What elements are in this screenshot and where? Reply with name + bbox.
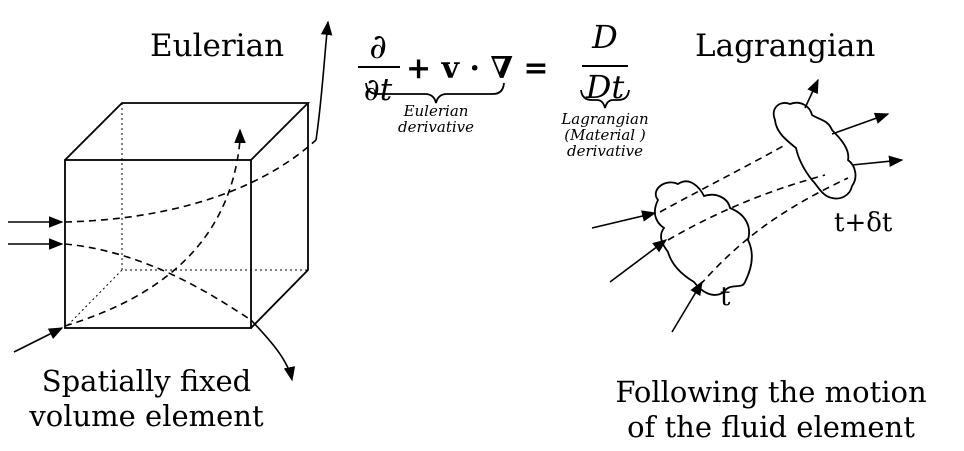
cube-top-face xyxy=(64,102,311,161)
blob-at-t xyxy=(653,180,753,296)
blob-outflow-1 xyxy=(804,78,819,109)
partial-symbol: ∂ xyxy=(369,27,387,67)
cube-right-face xyxy=(250,103,309,329)
lagrangian-heading: Lagrangian xyxy=(695,28,876,64)
lagrangian-brace xyxy=(580,89,630,109)
eulerian-derivative-line2: derivative xyxy=(397,118,475,136)
pathline-2 xyxy=(667,174,826,241)
eulerian-caption-line2: volume element xyxy=(29,399,264,433)
pathline-3 xyxy=(699,177,849,286)
lagrangian-derivative-line2: (Material ) xyxy=(564,126,646,144)
blob-at-t-plus-dt xyxy=(772,101,857,200)
lagrangian-derivative-line1: Lagrangian xyxy=(561,110,649,128)
lagrangian-pathlines xyxy=(591,78,904,333)
eulerian-derivative-line1: Eulerian xyxy=(403,102,469,120)
lagrangian-caption: Following the motion of the fluid elemen… xyxy=(596,375,946,445)
eulerian-heading: Eulerian xyxy=(150,28,285,64)
eulerian-caption-line1: Spatially fixed xyxy=(41,364,252,398)
blob-outflow-3 xyxy=(851,155,904,168)
streamline-2 xyxy=(64,243,252,321)
time-t-plus-dt-label: t+δt xyxy=(834,208,893,238)
inflow-arrow-3 xyxy=(13,327,64,353)
cube-hidden-edges xyxy=(121,103,308,271)
fixed-volume-cube xyxy=(64,102,311,329)
eulerian-streamlines xyxy=(8,20,333,382)
pathline-1 xyxy=(659,144,786,213)
lagrangian-derivative-line3: derivative xyxy=(566,142,644,160)
streamline-1 xyxy=(64,139,317,223)
lagrangian-caption-line2: of the fluid element xyxy=(627,410,915,444)
material-derivative-D: D xyxy=(591,18,618,56)
blob-outflow-2 xyxy=(831,112,890,135)
lagrangian-derivative-label: Lagrangian (Material ) derivative xyxy=(560,111,650,159)
outflow-arrow-2 xyxy=(250,319,296,382)
streamline-3 xyxy=(64,139,241,327)
blob-inflow-1 xyxy=(591,210,657,229)
blob-inflow-2 xyxy=(609,239,668,283)
lagrangian-caption-line1: Following the motion xyxy=(615,375,927,409)
time-t-label: t xyxy=(720,282,731,312)
eulerian-derivative-label: Eulerian derivative xyxy=(395,103,477,135)
eulerian-brace xyxy=(365,82,505,104)
cube-hidden-edge-diag xyxy=(64,269,123,329)
v-dot-nabla-term: + v · ∇ = xyxy=(406,51,549,86)
eulerian-caption: Spatially fixed volume element xyxy=(24,364,269,434)
equation: ∂ ∂t + v · ∇ = D Dt xyxy=(358,18,630,109)
blob-inflow-3 xyxy=(671,280,703,333)
outflow-arrow-1 xyxy=(315,20,333,141)
